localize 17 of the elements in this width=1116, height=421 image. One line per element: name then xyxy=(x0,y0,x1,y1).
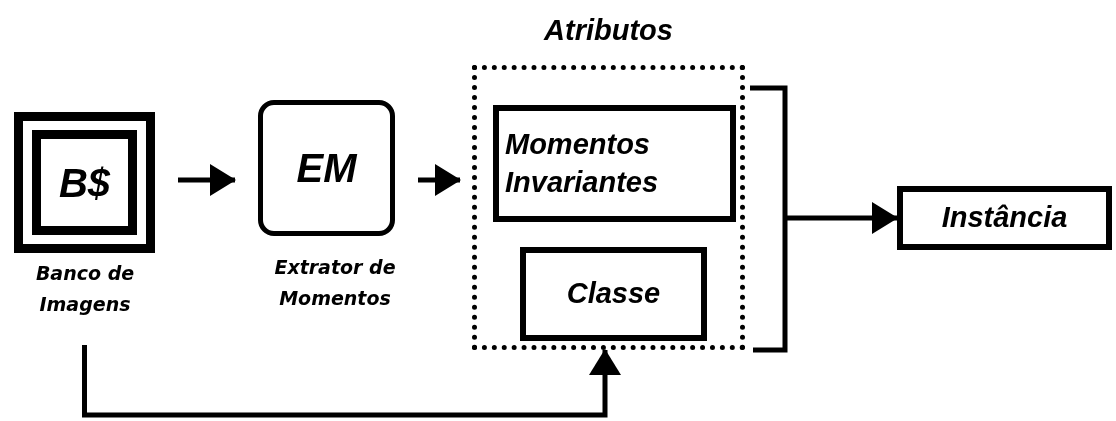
arrow xyxy=(418,164,461,196)
box-label: B$ xyxy=(58,159,111,207)
process-box xyxy=(258,100,395,236)
box-label: Momentos Invariantes xyxy=(504,126,660,200)
process-box xyxy=(493,105,736,222)
box-label: Instância xyxy=(941,200,1068,236)
box-label: EM xyxy=(296,145,357,192)
dotted-group xyxy=(472,65,745,350)
arrow xyxy=(178,164,236,196)
framed-box xyxy=(14,112,155,253)
group-heading: Atributos xyxy=(542,13,674,48)
node-caption: Extrator de Momentos xyxy=(273,255,397,311)
process-box xyxy=(520,247,707,341)
process-box xyxy=(897,186,1112,250)
node-caption: Banco de Imagens xyxy=(34,261,136,317)
box-label: Classe xyxy=(566,276,661,312)
arrow xyxy=(82,345,621,418)
